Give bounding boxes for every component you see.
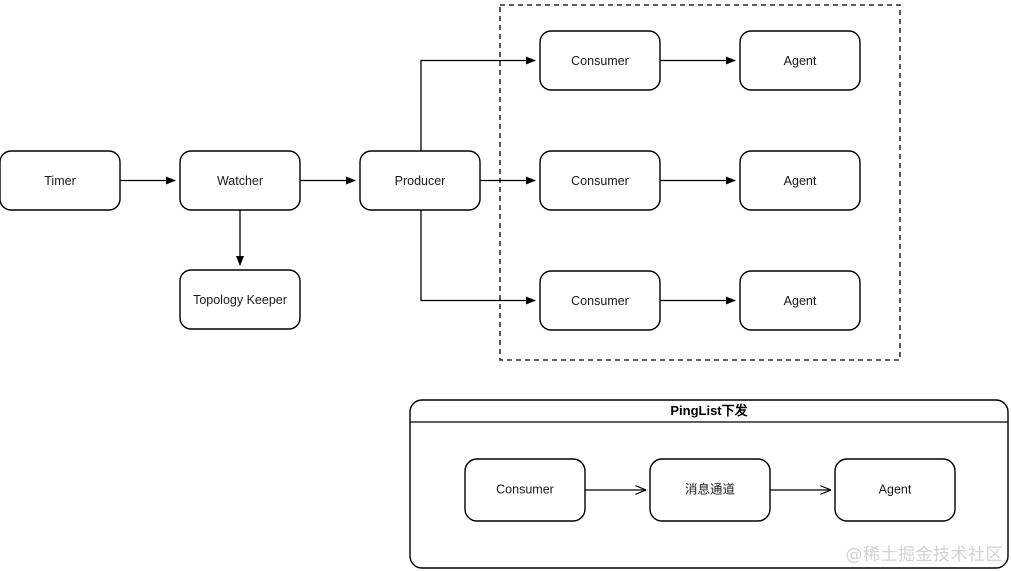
node-watcher[interactable]: Watcher xyxy=(179,150,301,211)
pinglist-panel-title: PingList下发 xyxy=(670,403,748,418)
node-consumer-1-label: Consumer xyxy=(571,54,629,68)
node-agent-3-label: Agent xyxy=(784,294,817,308)
node-timer-label: Timer xyxy=(44,174,75,188)
node-agent-1-label: Agent xyxy=(784,54,817,68)
node-consumer-3-label: Consumer xyxy=(571,294,629,308)
node-consumer-3[interactable]: Consumer xyxy=(539,270,661,331)
node-topology-keeper[interactable]: Topology Keeper xyxy=(179,269,301,330)
edge-producer-to-consumer-1 xyxy=(420,56,536,151)
node-agent-3[interactable]: Agent xyxy=(739,270,861,331)
node-panel-consumer-box xyxy=(464,458,586,522)
node-panel-message-channel[interactable]: 消息通道 xyxy=(649,458,771,522)
node-panel-agent-box xyxy=(834,458,956,522)
consumer-agent-group-boundary xyxy=(499,4,901,361)
node-watcher-label: Watcher xyxy=(217,174,263,188)
node-topology-keeper-box xyxy=(179,269,301,330)
node-agent-2[interactable]: Agent xyxy=(739,150,861,211)
node-consumer-2-label: Consumer xyxy=(571,174,629,188)
node-topology-keeper-label: Topology Keeper xyxy=(193,293,287,307)
node-timer[interactable]: Timer xyxy=(0,150,121,211)
node-consumer-2-box xyxy=(539,150,661,211)
node-producer-box xyxy=(359,150,481,211)
node-consumer-3-box xyxy=(539,270,661,331)
node-consumer-1-box xyxy=(539,30,661,91)
node-panel-consumer-label: Consumer xyxy=(496,482,554,496)
node-consumer-1[interactable]: Consumer xyxy=(539,30,661,91)
node-agent-3-box xyxy=(739,270,861,331)
node-producer-label: Producer xyxy=(395,174,446,188)
node-panel-message-channel-box xyxy=(649,458,771,522)
node-agent-2-label: Agent xyxy=(784,174,817,188)
node-producer[interactable]: Producer xyxy=(359,150,481,211)
node-agent-1[interactable]: Agent xyxy=(739,30,861,91)
pinglist-panel: PingList下发 Consumer 消息通道 Agent xyxy=(409,399,1009,569)
node-agent-2-box xyxy=(739,150,861,211)
node-panel-agent-label: Agent xyxy=(879,482,912,496)
node-panel-message-channel-label: 消息通道 xyxy=(685,481,736,496)
node-timer-box xyxy=(0,150,121,211)
node-watcher-box xyxy=(179,150,301,211)
node-consumer-2[interactable]: Consumer xyxy=(539,150,661,211)
node-panel-agent[interactable]: Agent xyxy=(834,458,956,522)
node-panel-consumer[interactable]: Consumer xyxy=(464,458,586,522)
node-agent-1-box xyxy=(739,30,861,91)
watermark: @稀土掘金技术社区 xyxy=(845,545,1003,565)
edge-producer-to-consumer-3 xyxy=(420,210,536,305)
